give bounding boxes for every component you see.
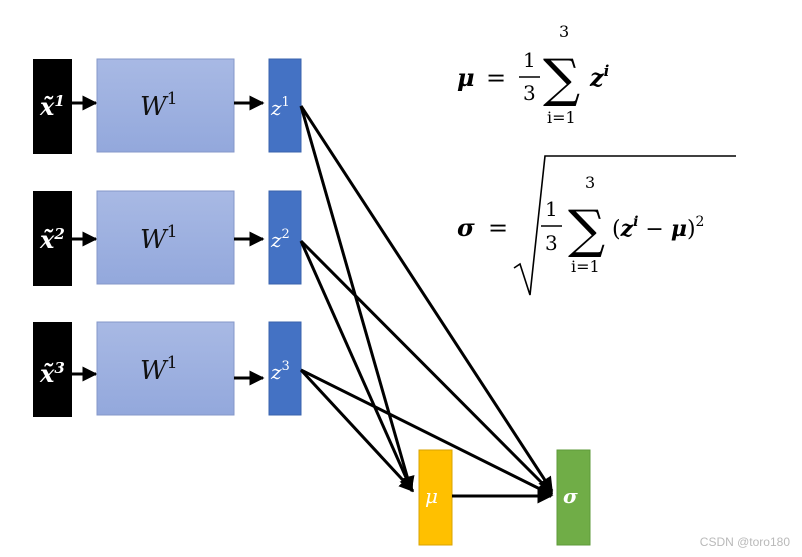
weight-label-1: W1: [140, 89, 178, 122]
std-sum-lower: i=1: [571, 257, 600, 276]
std-sum-upper: 3: [585, 173, 595, 192]
input-label-2: x̃2: [39, 225, 65, 254]
std-frac-den: 3: [545, 231, 558, 255]
formula-mean: μ = 1 3 3 ∑ i=1 zi: [457, 22, 610, 127]
mean-lhs: μ: [457, 63, 475, 92]
mu-node-label: μ: [425, 484, 438, 508]
mean-frac-num: 1: [523, 48, 536, 72]
mean-equals: =: [486, 64, 506, 92]
row-2: x̃2 W1 z2: [33, 190, 302, 286]
mu-node: [418, 449, 453, 546]
connection-arrows: [299, 105, 554, 504]
weight-label-2: W1: [140, 222, 178, 255]
formula-std: σ = 1 3 3 ∑ i=1 (zi − μ)2: [457, 155, 736, 296]
row-3: x̃3 W1 z3: [33, 321, 302, 417]
input-box-3: [33, 322, 72, 417]
input-label-3: x̃3: [39, 359, 65, 388]
std-lhs: σ: [457, 213, 475, 242]
sqrt-radical: [513, 155, 736, 296]
z-box-3: [268, 321, 302, 416]
mean-sum-upper: 3: [559, 22, 569, 41]
input-label-1: x̃1: [39, 92, 65, 121]
std-sum-symbol: ∑: [568, 200, 605, 260]
mean-frac-den: 3: [523, 81, 536, 105]
z-box-2: [268, 190, 302, 285]
mean-sum-lower: i=1: [547, 108, 576, 127]
watermark-text: CSDN @toro180: [699, 535, 790, 549]
arrow-z1-sigma: [299, 105, 554, 493]
input-box-1: [33, 59, 72, 154]
arrow-z3-sigma: [300, 368, 554, 497]
z-label-1: z1: [270, 95, 290, 120]
std-frac-num: 1: [545, 197, 558, 221]
std-equals: =: [488, 214, 508, 242]
arrow-z2-mu: [299, 240, 414, 493]
arrow-z2-sigma: [299, 239, 554, 495]
input-box-2: [33, 191, 72, 286]
weight-box-3: [96, 321, 235, 416]
row-1: x̃1 W1 z1: [33, 58, 302, 154]
arrow-z3-mu: [299, 368, 415, 493]
z-label-2: z2: [270, 227, 290, 252]
sigma-node-label: σ: [563, 484, 578, 508]
std-term: (zi − μ)2: [612, 214, 704, 242]
z-box-1: [268, 58, 302, 153]
weight-box-1: [96, 58, 235, 153]
z-label-3: z3: [270, 359, 290, 384]
mean-sum-symbol: ∑: [543, 49, 580, 109]
sigma-node: [556, 449, 591, 546]
weight-label-3: W1: [140, 353, 178, 386]
mean-term: zi: [589, 62, 610, 92]
